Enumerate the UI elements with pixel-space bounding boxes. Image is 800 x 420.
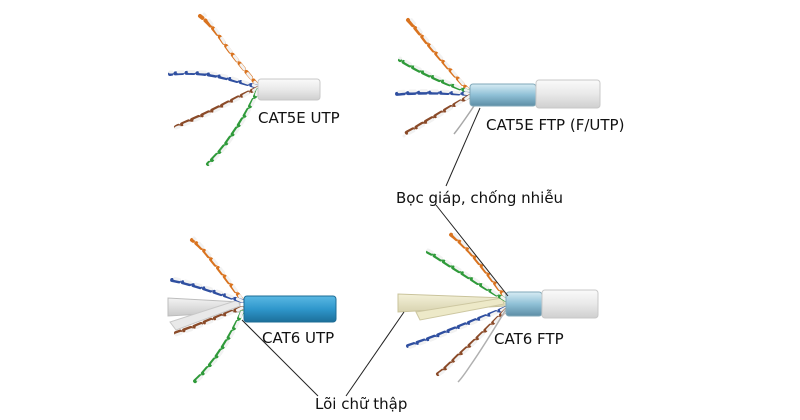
twisted-pair-brown [174, 86, 260, 130]
cable-cat5e-utp [168, 12, 321, 166]
label-cat5e-utp: CAT5E UTP [258, 109, 340, 127]
cable-cat6-ftp [397, 230, 599, 383]
leader-line-cross-left [241, 319, 319, 397]
leader-lines [241, 107, 509, 397]
twisted-pair-blue [406, 306, 508, 350]
label-shield-note: Bọc giáp, chống nhiễu [396, 189, 564, 207]
label-cat6-ftp: CAT6 FTP [494, 330, 564, 348]
twisted-pair-brown [402, 94, 472, 138]
foil-shield [505, 291, 543, 317]
label-cat5e-ftp: CAT5E FTP (F/UTP) [486, 116, 625, 134]
twisted-pair-blue [392, 89, 472, 96]
label-cross-core-note: Lõi chữ thập [315, 395, 408, 413]
cable-jacket [243, 295, 337, 323]
foil-shield [469, 83, 537, 107]
twisted-pair-blue [170, 276, 244, 303]
drain-wire [457, 305, 509, 383]
twisted-pair-orange [198, 12, 260, 88]
twisted-pair-orange [448, 230, 508, 300]
twisted-pair-orange [190, 236, 244, 302]
twisted-pair-brown [436, 308, 508, 376]
twisted-pair-green [192, 310, 244, 384]
cable-jacket [257, 78, 321, 101]
twisted-pair-green [398, 56, 472, 94]
leader-line-cross-right [345, 311, 405, 397]
twisted-pair-green [206, 88, 260, 166]
cable-jacket [541, 289, 599, 319]
twisted-pair-blue [168, 70, 260, 89]
twisted-pair-orange [406, 16, 472, 94]
twisted-pair-green [426, 248, 508, 302]
cable-jacket [535, 79, 601, 109]
cable-cat6-utp [167, 236, 337, 384]
leader-line-shield-top [445, 107, 481, 187]
twisted-pair-brown [174, 306, 244, 337]
cable-cat5e-ftp [392, 16, 601, 138]
label-cat6-utp: CAT6 UTP [262, 329, 335, 347]
leader-line-shield-bottom [435, 204, 509, 297]
